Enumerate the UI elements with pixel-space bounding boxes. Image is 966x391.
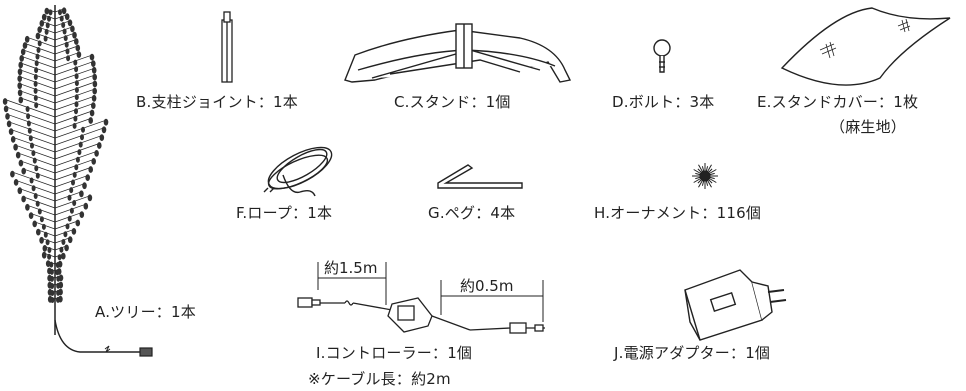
peg-illustration — [437, 164, 523, 189]
part-a-label: A.ツリー：1本 — [95, 303, 196, 321]
part-f-label: F.ロープ：1本 — [236, 204, 333, 222]
part-j-label: J.電源アダプター：1個 — [614, 344, 771, 362]
cable-length-left: 約1.5m — [324, 259, 378, 277]
part-h-label: H.オーナメント：116個 — [594, 204, 762, 222]
controller-illustration — [297, 297, 545, 334]
part-i-note: ※ケーブル長：約2m — [308, 370, 451, 388]
part-e-note: （麻生地） — [830, 118, 907, 136]
part-d-label: D.ボルト：3本 — [612, 93, 715, 111]
cable-length-right: 約0.5m — [460, 277, 514, 295]
bolt-illustration — [653, 39, 671, 73]
stand-cover-illustration — [780, 7, 951, 86]
part-c-label: C.スタンド：1個 — [394, 93, 511, 111]
pole-joint-illustration — [221, 11, 233, 83]
tree-illustration — [2, 5, 153, 357]
power-adapter-illustration — [684, 269, 787, 341]
part-g-label: G.ペグ：4本 — [428, 204, 516, 222]
part-i-label: I.コントローラー：1個 — [316, 344, 473, 362]
rope-illustration — [263, 146, 333, 197]
stand-illustration — [344, 23, 572, 83]
part-e-label: E.スタンドカバー：1枚 — [757, 93, 919, 111]
dimension-lines — [317, 262, 544, 322]
part-b-label: B.支柱ジョイント：1本 — [136, 93, 299, 111]
ornament-illustration — [692, 163, 718, 189]
